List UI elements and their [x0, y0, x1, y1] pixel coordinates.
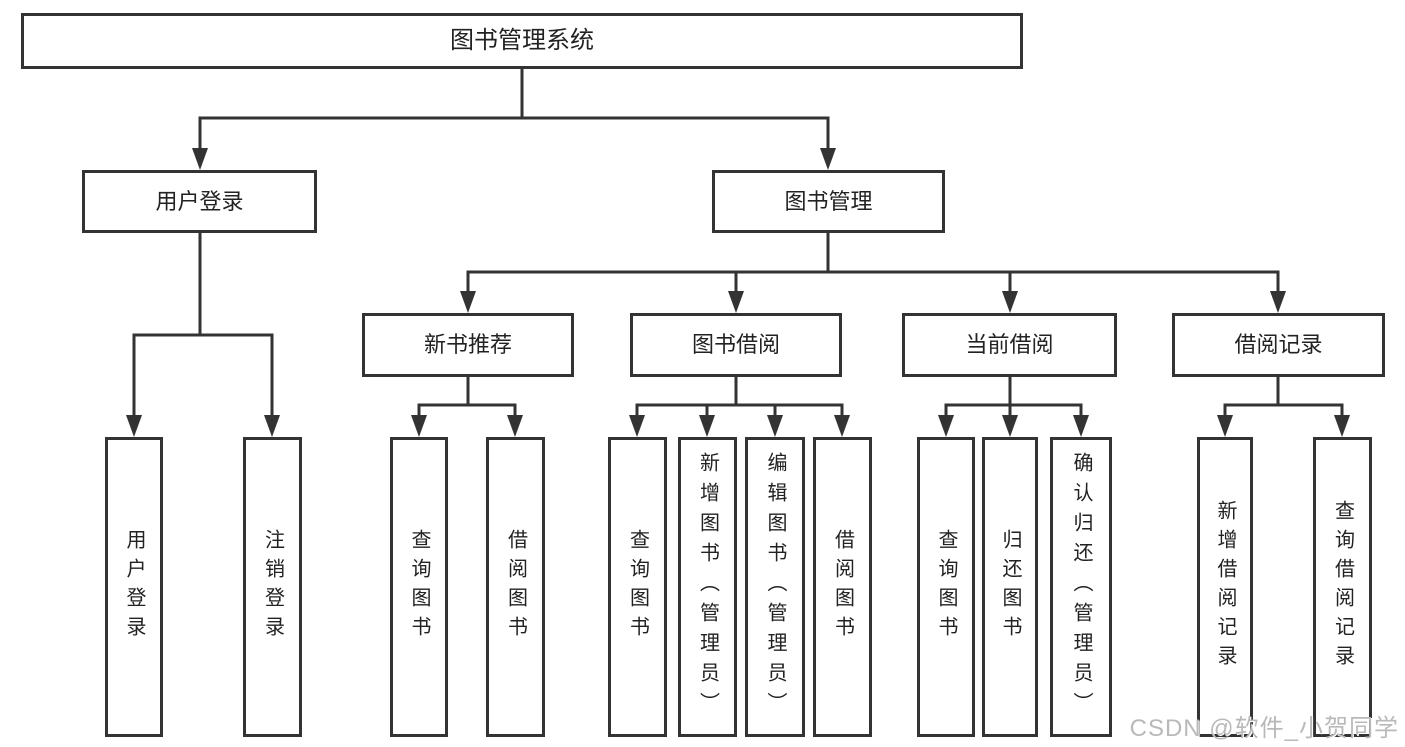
- leaf-bb-borrow-books: 借阅图书: [813, 437, 872, 737]
- node-borrow-records: 借阅记录: [1172, 313, 1385, 377]
- arrowhead: [264, 415, 280, 437]
- leaf-cb-return-books: 归还图书: [982, 437, 1038, 737]
- leaf-cb-query-books: 查询图书: [917, 437, 975, 737]
- leaf-br-query-record: 查询借阅记录: [1313, 437, 1372, 737]
- arrowhead: [938, 415, 954, 437]
- arrowhead: [629, 415, 645, 437]
- arrowhead: [1073, 415, 1089, 437]
- arrowhead: [411, 415, 427, 437]
- arrowhead: [126, 415, 142, 437]
- leaf-bb-query-books: 查询图书: [608, 437, 667, 737]
- leaf-nb-query-books: 查询图书: [390, 437, 448, 737]
- leaf-bb-add-books-admin: 新增图书（管理员）: [678, 437, 737, 737]
- connector-root-to-level2: [192, 69, 836, 170]
- leaf-user-login: 用户登录: [105, 437, 163, 737]
- arrowhead: [1002, 415, 1018, 437]
- connector-borrow-records-to-children: [1217, 377, 1350, 437]
- arrowhead: [834, 415, 850, 437]
- leaf-logout: 注销登录: [243, 437, 302, 737]
- connector-book-mgmt-to-children: [460, 233, 1286, 313]
- node-user-login: 用户登录: [82, 170, 317, 233]
- leaf-br-add-record: 新增借阅记录: [1197, 437, 1253, 737]
- arrowhead: [820, 148, 836, 170]
- node-root-library-system: 图书管理系统: [21, 13, 1023, 69]
- node-new-book-recommend: 新书推荐: [362, 313, 574, 377]
- node-book-borrowing: 图书借阅: [630, 313, 842, 377]
- connector-user-login-to-children: [126, 233, 280, 437]
- arrowhead: [507, 415, 523, 437]
- leaf-bb-edit-books-admin: 编辑图书（管理员）: [745, 437, 805, 737]
- leaf-nb-borrow-books: 借阅图书: [486, 437, 545, 737]
- arrowhead: [699, 415, 715, 437]
- connector-book-borrow-to-children: [629, 377, 850, 437]
- arrowhead: [1270, 291, 1286, 313]
- csdn-watermark: CSDN @软件_小贺同学: [1129, 715, 1399, 742]
- arrowhead: [1002, 291, 1018, 313]
- connector-current-borrow-to-children: [938, 377, 1089, 437]
- arrowhead: [192, 148, 208, 170]
- arrowhead: [1334, 415, 1350, 437]
- node-current-borrowing: 当前借阅: [902, 313, 1117, 377]
- node-book-management: 图书管理: [712, 170, 945, 233]
- arrowhead: [767, 415, 783, 437]
- leaf-cb-confirm-return-admin: 确认归还（管理员）: [1050, 437, 1112, 737]
- arrowhead: [728, 291, 744, 313]
- connector-new-books-to-children: [411, 377, 523, 437]
- arrowhead: [1217, 415, 1233, 437]
- arrowhead: [460, 291, 476, 313]
